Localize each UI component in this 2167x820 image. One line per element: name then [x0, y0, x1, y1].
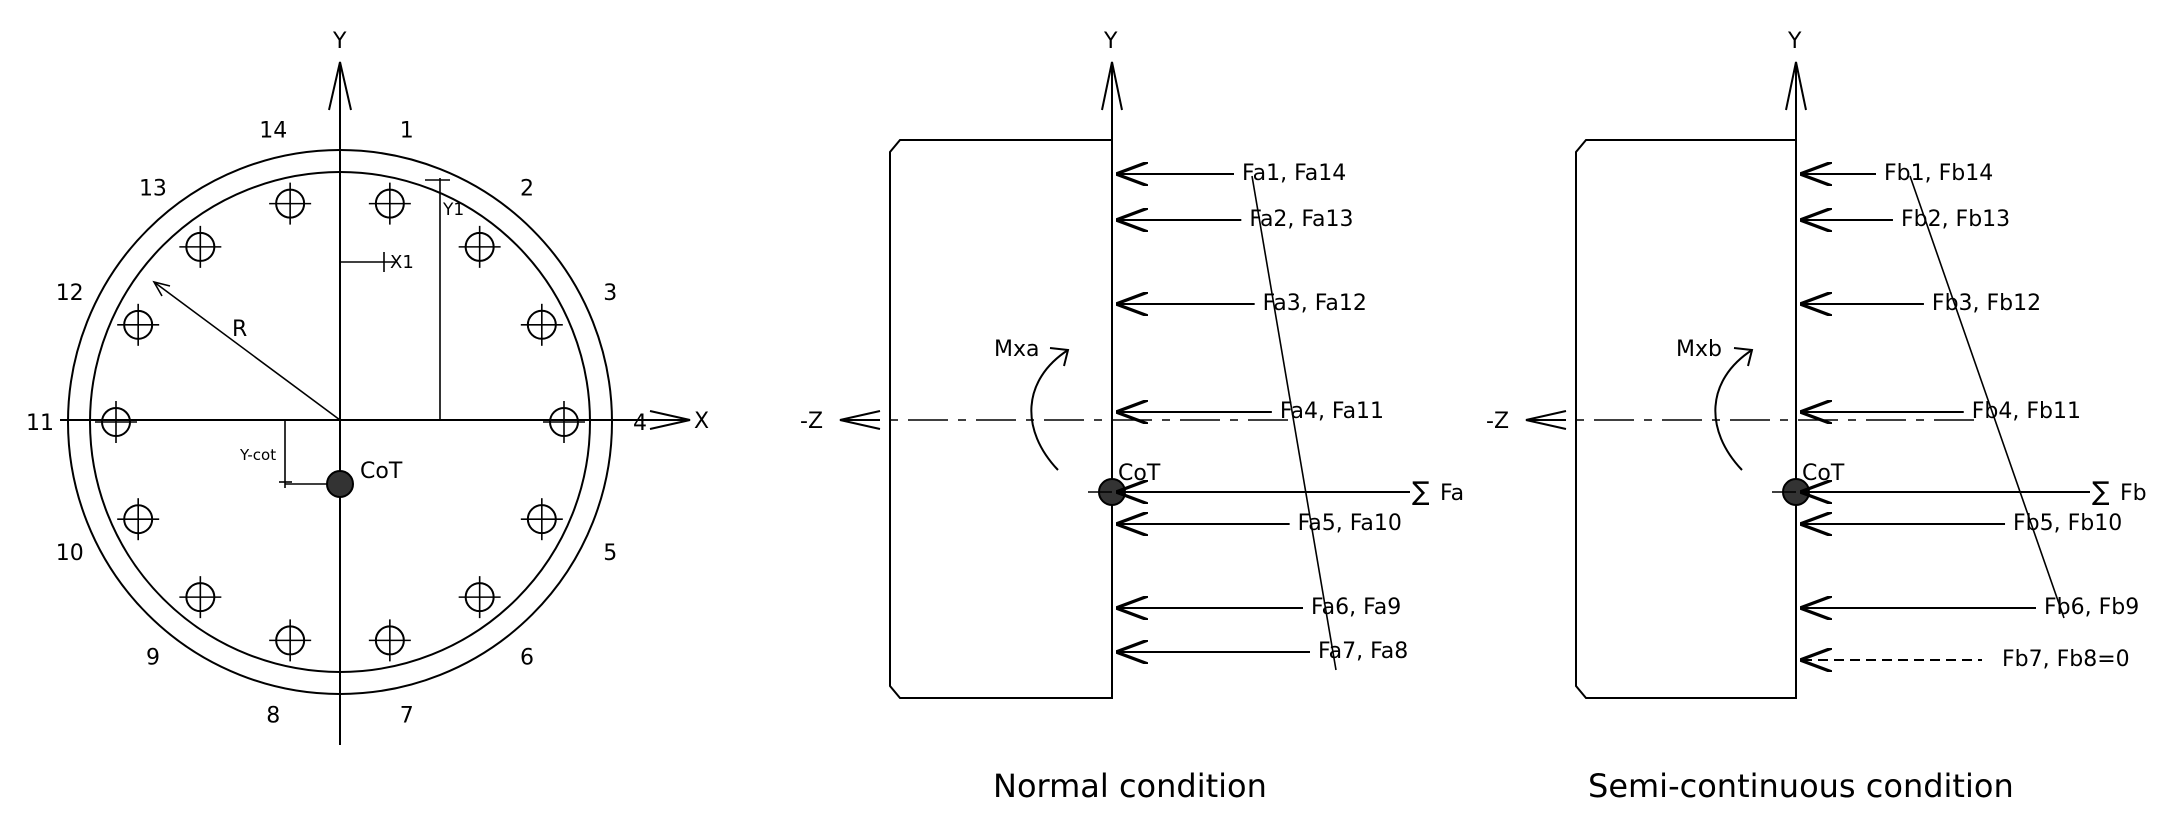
force-label: Fa1, Fa14: [1242, 161, 1346, 186]
bolt-number-label: 9: [146, 646, 160, 671]
normal-moment-label: Mxa: [994, 337, 1039, 362]
semi-flange-body: [1575, 139, 1797, 699]
semi-cot-label: CoT: [1802, 461, 1845, 486]
bolt-hole-11: [95, 401, 137, 444]
bolt-hole-2: [458, 225, 501, 268]
bolt-hole-5: [520, 498, 563, 541]
bolt-hole-13: [179, 225, 222, 268]
force-label: Fb2, Fb13: [1901, 207, 2010, 232]
force-label: Fb5, Fb10: [2013, 511, 2122, 536]
normal-caption: Normal condition: [993, 767, 1267, 805]
x-axis-label: X: [694, 409, 709, 434]
semi-load-envelope: [1909, 175, 2065, 619]
bolt-number-label: 6: [520, 646, 534, 671]
force-label: Fa4, Fa11: [1280, 399, 1384, 424]
force-label: Fa3, Fa12: [1263, 291, 1367, 316]
force-label: Fb4, Fb11: [1972, 399, 2081, 424]
semi-sum-force-symbol: ∑: [2092, 477, 2110, 507]
normal-y-axis-arrow: [1101, 61, 1123, 111]
x-axis-arrow: [649, 410, 691, 430]
bolt-hole-10: [117, 498, 160, 541]
normal-sum-force-symbol: ∑: [1412, 477, 1430, 507]
y1-label: Y1: [442, 200, 464, 220]
bolt-number-label: 10: [56, 541, 84, 566]
ycot-label: Y-cot: [239, 446, 276, 464]
normal-cot-label: CoT: [1118, 461, 1161, 486]
normal-y-axis-label: Y: [1103, 29, 1118, 54]
radius-label: R: [232, 317, 247, 342]
semi-moment-arc: [1714, 349, 1753, 471]
force-label: Fb3, Fb12: [1932, 291, 2041, 316]
normal-load-envelope: [1251, 175, 1337, 671]
y-axis-label: Y: [332, 29, 347, 54]
semi-moment-label: Mxb: [1676, 337, 1722, 362]
bolt-number-label: 5: [603, 541, 617, 566]
force-label: Fb1, Fb14: [1884, 161, 1993, 186]
normal-z-axis-label: -Z: [800, 409, 823, 434]
bolt-number-label: 3: [603, 281, 617, 306]
bolt-number-label: 13: [139, 176, 167, 201]
y-axis-arrow: [328, 61, 352, 111]
bolt-hole-7: [368, 619, 411, 662]
bolt-number-label: 2: [520, 176, 534, 201]
force-label: Fb7, Fb8=0: [2002, 647, 2130, 672]
bolt-number-label: 1: [400, 119, 414, 144]
normal-moment-arrowhead: [1049, 347, 1070, 367]
normal-sum-force-label: Fa: [1440, 481, 1464, 506]
bolt-hole-1: [368, 182, 411, 225]
semi-y-axis-label: Y: [1787, 29, 1802, 54]
bolt-hole-9: [179, 576, 222, 619]
semi-z-axis-label: -Z: [1486, 409, 1509, 434]
force-label: Fa5, Fa10: [1298, 511, 1402, 536]
semi-y-axis-arrow: [1785, 61, 1807, 111]
cot-label: CoT: [360, 459, 403, 484]
semi-sum-force-label: Fb: [2120, 481, 2147, 506]
bolt-number-label: 4: [633, 411, 647, 436]
bolt-hole-6: [458, 576, 501, 619]
bolt-hole-4: [543, 400, 585, 443]
bolt-number-label: 12: [56, 281, 84, 306]
radius-arrowhead: [152, 280, 171, 297]
bolt-circle-diagram: Y X R X1 Y1 Y-cot CoT 123456789101112131…: [26, 29, 709, 745]
bolt-number-label: 8: [266, 703, 280, 728]
semi-caption: Semi-continuous condition: [1588, 767, 2014, 805]
bolt-number-label: 11: [26, 411, 54, 436]
normal-flange-body: [889, 139, 1113, 699]
force-label: Fb6, Fb9: [2044, 595, 2139, 620]
bolt-hole-14: [269, 182, 312, 225]
bolt-hole-12: [117, 303, 160, 346]
radius-line: [153, 281, 341, 421]
x1-label: X1: [390, 252, 414, 273]
normal-moment-arc: [1030, 349, 1069, 471]
semi-moment-arrowhead: [1733, 347, 1754, 367]
force-label: Fa2, Fa13: [1249, 207, 1353, 232]
bolt-number-label: 7: [400, 703, 414, 728]
force-label: Fa6, Fa9: [1311, 595, 1401, 620]
force-label: Fa7, Fa8: [1318, 639, 1408, 664]
cot-point: [326, 470, 354, 498]
bolt-hole-8: [269, 619, 312, 662]
bolt-number-label: 14: [259, 119, 287, 144]
bolt-hole-3: [520, 303, 563, 346]
